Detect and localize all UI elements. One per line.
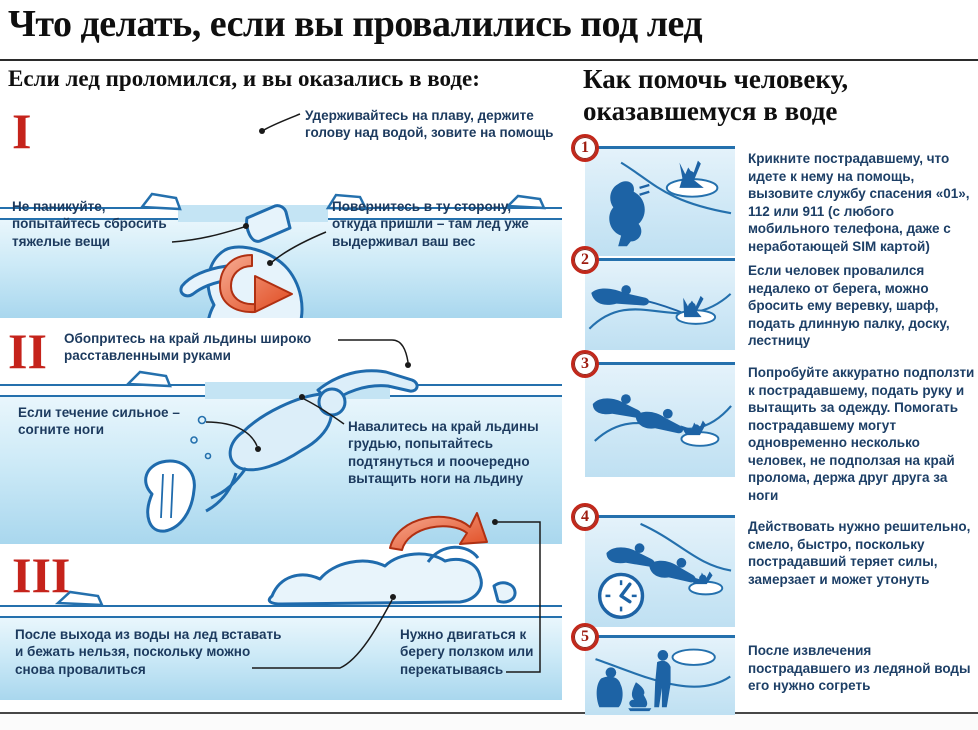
page-title: Что делать, если вы провалились под лед [8, 3, 703, 45]
rescuers-chain-icon [592, 394, 684, 434]
rescuer-crouching-icon [609, 181, 645, 247]
title-rule [0, 59, 978, 61]
right-header-line2: оказавшемуся в воде [583, 95, 838, 126]
rescuer-standing-icon [654, 650, 671, 708]
shoreline [588, 293, 732, 330]
right-header-line1: Как помочь человеку, [583, 64, 849, 94]
right-column-header: Как помочь человеку, оказавшемуся в воде [583, 64, 973, 128]
step-4-illustration [585, 515, 735, 627]
footer-rule [0, 712, 978, 714]
section-1-callout-left: Не паникуйте, попытайтесь сбросить тяжел… [12, 199, 167, 249]
step-1-text: Крикните пострадавшему, что идете к нему… [748, 151, 970, 254]
ice-layer [0, 605, 562, 618]
footer-band [0, 714, 978, 730]
ice-hole-icon [671, 648, 716, 666]
step-5-illustration [585, 635, 735, 715]
section-3-numeral: III [12, 547, 71, 603]
section-3-callout-left: После выхода из воды на лед вставать и б… [15, 627, 282, 677]
section-1-callout-right: Повернитесь в ту сторону, откуда пришли … [332, 199, 529, 249]
campfire-icon [628, 682, 652, 712]
swimmer-icon [683, 295, 704, 318]
section-2-callout-left: Если течение сильное – согните ноги [18, 405, 180, 438]
ice-layer [0, 384, 562, 397]
section-3: III После выхода из воды на лед вставать… [0, 500, 562, 712]
step-4-scene [597, 522, 732, 619]
step-2-text: Если человек провалился недалеко от бере… [748, 263, 950, 349]
swimmer-icon [690, 571, 713, 585]
step-4-text: Действовать нужно решительно, смело, быс… [748, 519, 971, 587]
step-3-scene [592, 394, 732, 447]
step-1-illustration [585, 146, 735, 256]
step-2-badge: 2 [571, 246, 599, 274]
section-1-callout-top: Удерживайтесь на плаву, держите голову н… [305, 108, 554, 141]
victim-sitting-icon [596, 667, 623, 708]
step-4-badge: 4 [571, 503, 599, 531]
section-2-callout-top: Обопритесь на край льдины широко расстав… [64, 331, 312, 364]
left-column-header: Если лед проломился, и вы оказались в во… [8, 66, 480, 91]
rescuer-lying-icon [591, 285, 649, 306]
swimmer-icon [680, 420, 706, 436]
shout-marks-icon [639, 183, 650, 196]
rescuers-chain-icon [606, 543, 696, 583]
step-5-text: После извлечения пострадавшего из ледяно… [748, 643, 971, 694]
section-1: I Удерживайтесь на плаву, держите голову… [0, 100, 562, 318]
section-2-numeral: II [8, 323, 47, 379]
step-1-badge: 1 [571, 134, 599, 162]
person-lying-icon [267, 545, 517, 606]
shoreline [640, 522, 732, 572]
section-1-numeral: I [12, 103, 32, 159]
step-3-illustration [585, 362, 735, 477]
step-3-text: Попробуйте аккуратно подползти к пострад… [748, 365, 975, 503]
clock-icon [597, 572, 645, 619]
section-2-callout-right: Навалитесь на край льдины грудью, попыта… [348, 419, 539, 486]
roll-arrow-icon [389, 512, 488, 551]
step-5-badge: 5 [571, 623, 599, 651]
section-3-callout-right: Нужно двигаться к берегу ползком или пер… [400, 627, 534, 677]
step-5-scene [595, 648, 731, 712]
swimmer-icon [679, 160, 704, 188]
step-1-scene [609, 160, 732, 247]
shoreline [620, 161, 732, 215]
step-2-illustration [585, 258, 735, 350]
step-2-scene [588, 285, 732, 330]
step-3-badge: 3 [571, 350, 599, 378]
